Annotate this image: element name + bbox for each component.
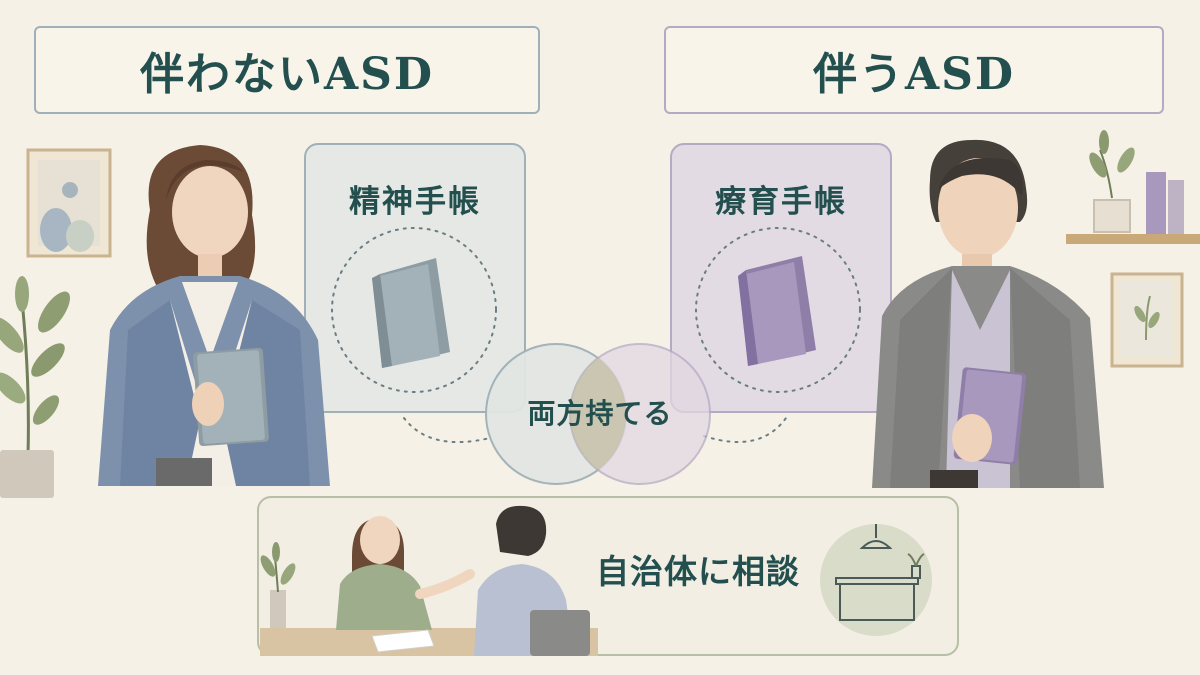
- potted-plant-left: [0, 276, 71, 498]
- dotted-connector-left: [403, 417, 491, 444]
- wall-shelf-right: [1066, 130, 1200, 244]
- wall-picture-frame-right: [1110, 272, 1184, 368]
- title-box-left: 伴わないASD: [34, 26, 540, 114]
- office-desk-icon: [820, 524, 932, 636]
- dotted-connector-right: [703, 417, 787, 443]
- wall-picture-frame-left: [26, 148, 112, 258]
- consultation-scene: [260, 505, 598, 656]
- consult-label: 自治体に相談: [596, 552, 800, 591]
- venn-diagram: [485, 343, 711, 485]
- card-left-label: 精神手帳: [349, 184, 481, 220]
- venn-label: 両方持てる: [527, 397, 673, 430]
- title-left: 伴わないASD: [139, 49, 435, 100]
- woman-figure: [98, 145, 330, 486]
- title-box-right: 伴うASD: [664, 26, 1164, 114]
- blue-notebook-icon: [331, 227, 497, 393]
- title-right: 伴うASD: [812, 49, 1016, 100]
- purple-notebook-icon: [695, 227, 861, 393]
- man-figure: [872, 139, 1104, 488]
- card-right-label: 療育手帳: [715, 184, 847, 220]
